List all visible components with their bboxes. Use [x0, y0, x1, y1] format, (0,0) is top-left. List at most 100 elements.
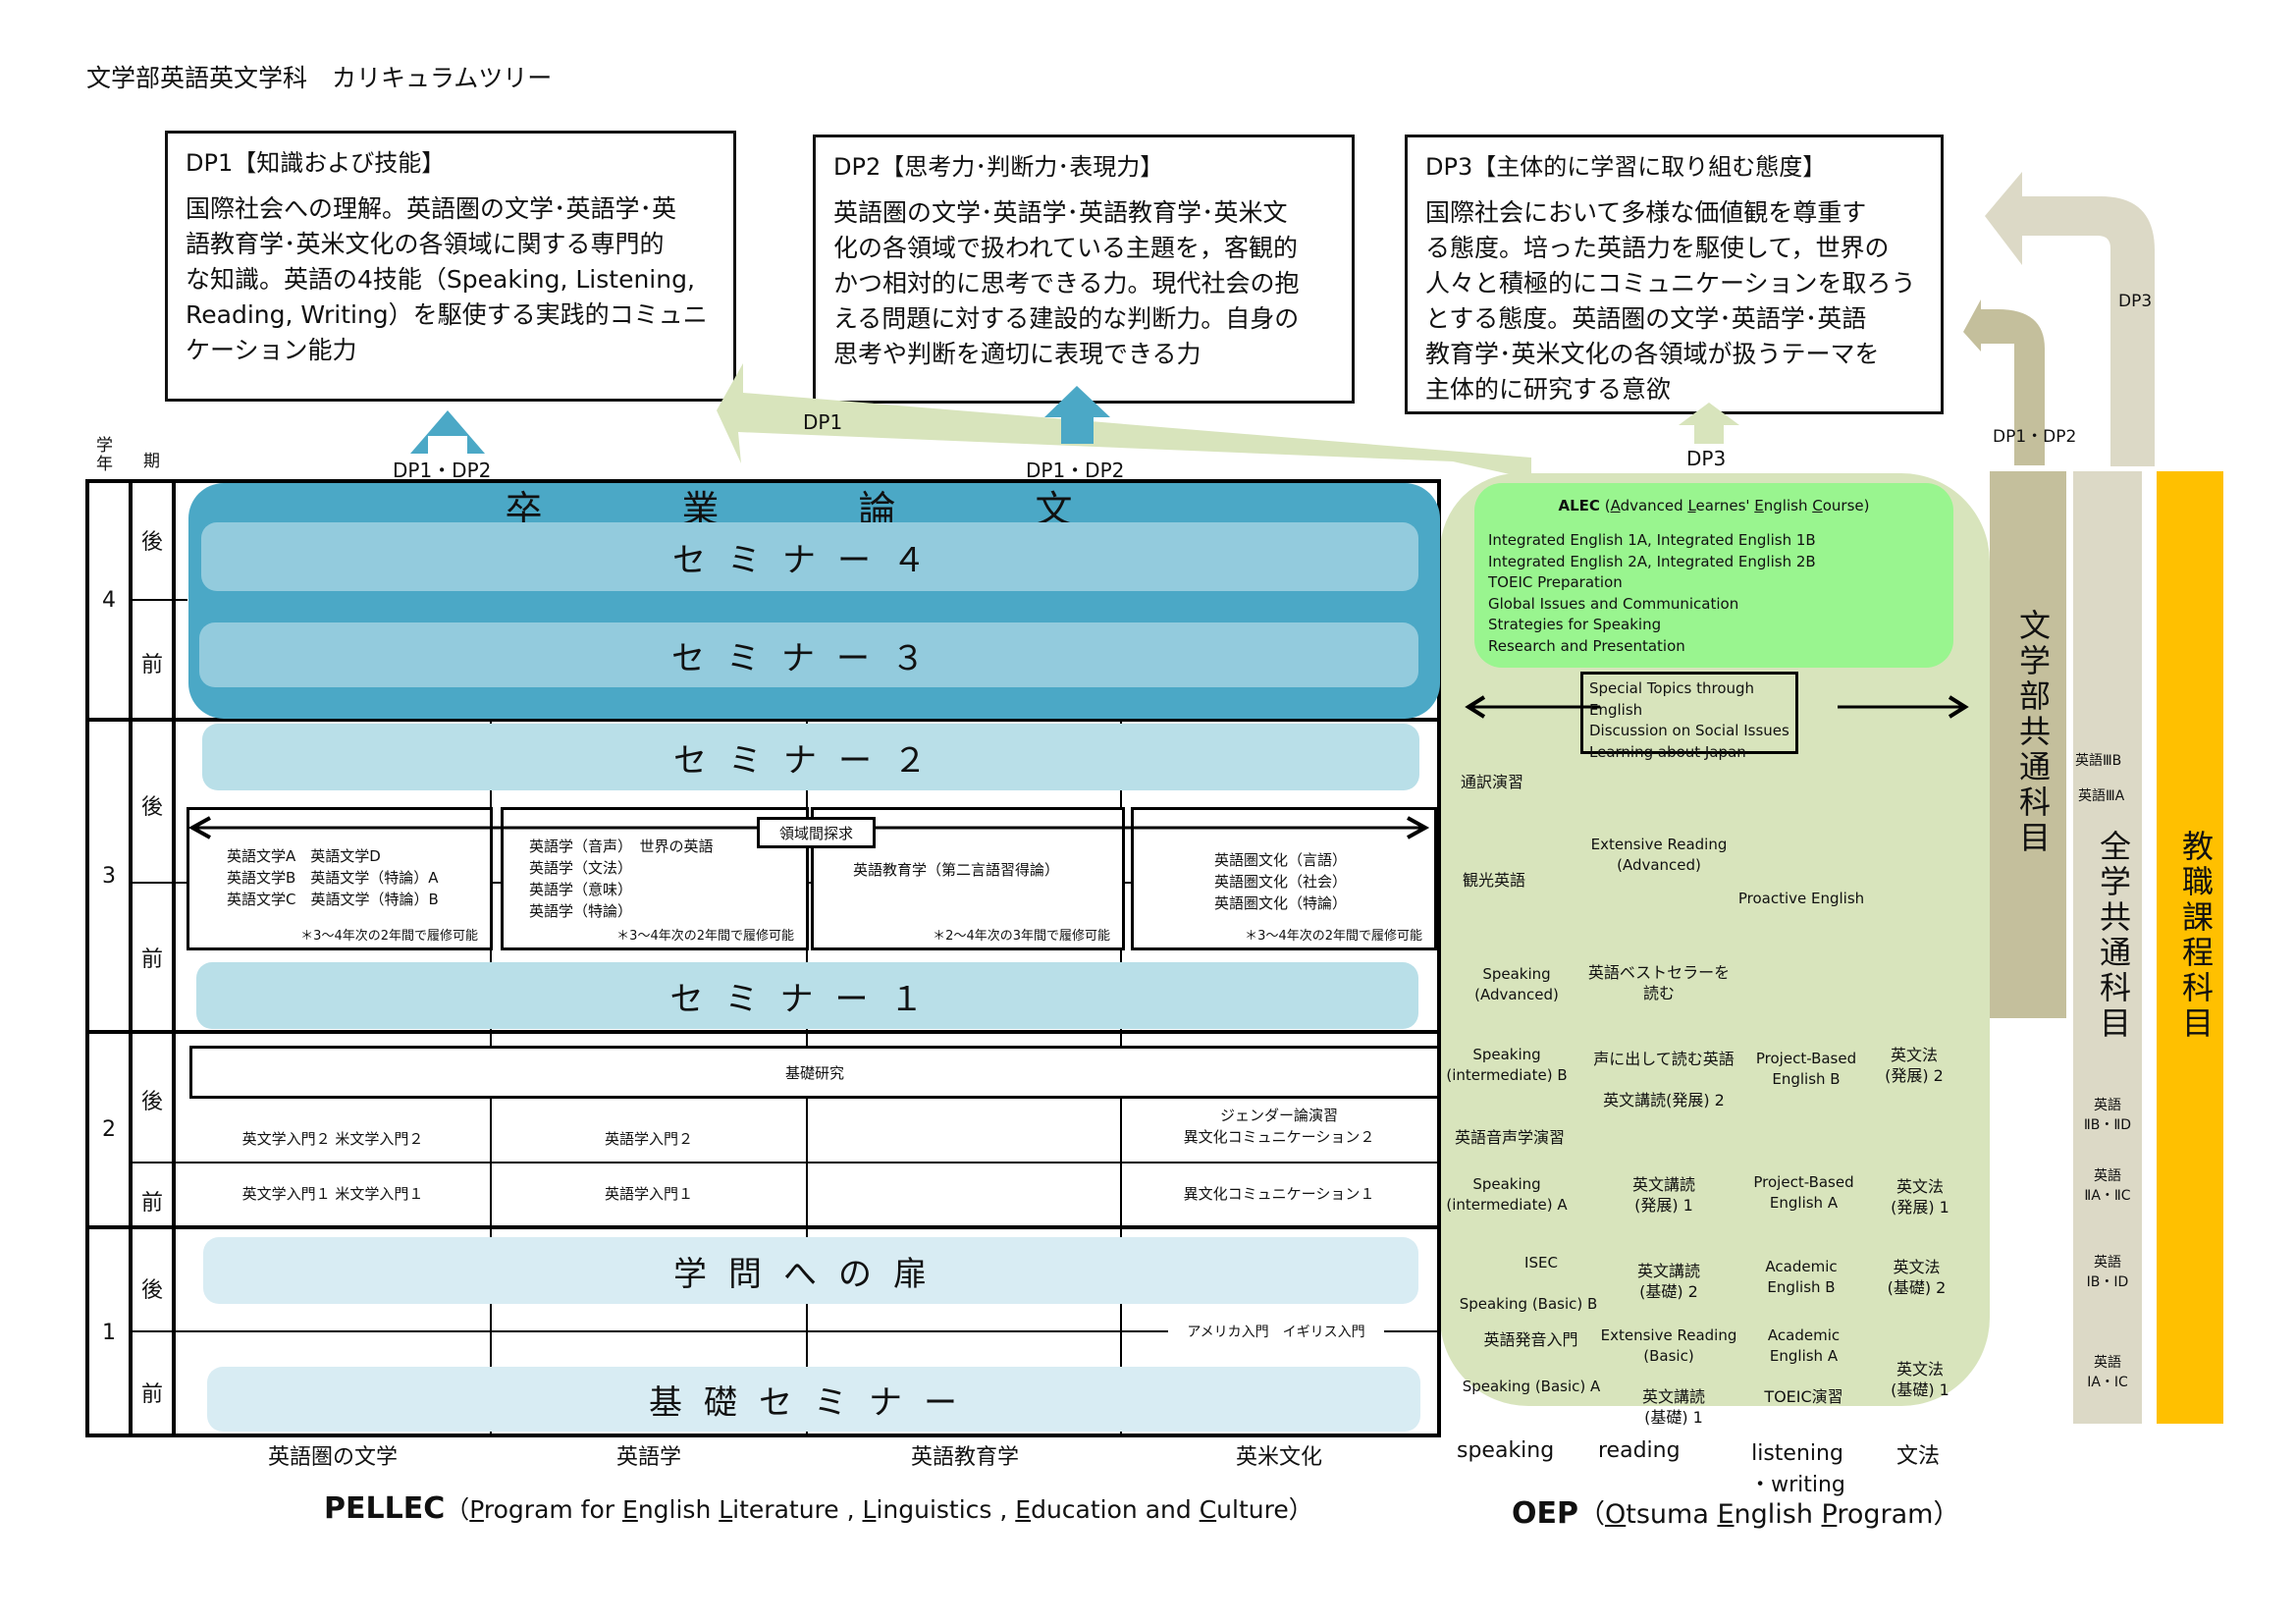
course-line: 英語文学C 英語文学（特論）B	[227, 891, 439, 908]
interdisciplinary-label[interactable]: 領域間探求	[757, 817, 876, 848]
dp3-line: 主体的に研究する意欲	[1425, 375, 1672, 404]
year2-late-culture[interactable]: ジェンダー論演習 異文化コミュニケーション２	[1122, 1105, 1436, 1148]
oep-course-speaking-basic-b[interactable]: Speaking (Basic) B	[1459, 1295, 1598, 1313]
oep-course-onsei[interactable]: 英語音声学演習	[1455, 1128, 1566, 1147]
dp3-right-label: DP3	[2118, 292, 2153, 311]
oep-course-grammar-hatten1[interactable]: 英文法 (発展) 1	[1891, 1177, 1949, 1217]
linguistics-course-box[interactable]: 英語学（音声） 世界の英語 英語学（文法） 英語学（意味） 英語学（特論） ＊3…	[501, 807, 809, 950]
term-divider	[129, 1330, 1440, 1332]
term-divider	[129, 1162, 1440, 1163]
curriculum-table	[85, 479, 1441, 1437]
special-topic: Learning about Japan	[1589, 742, 1746, 761]
oep-course-koe[interactable]: 声に出して読む英語	[1593, 1050, 1735, 1068]
oep-course-grammar-kiso2[interactable]: 英文法 (基礎) 2	[1887, 1258, 1947, 1297]
dp12-right-label: DP1・DP2	[1993, 427, 2077, 447]
special-topics-box[interactable]: Special Topics through English Discussio…	[1580, 672, 1798, 761]
culture-course-box[interactable]: 英語圏文化（言語） 英語圏文化（社会） 英語圏文化（特論） ＊3～4年次の2年間…	[1131, 807, 1437, 950]
oep-course-hatsuon[interactable]: 英語発音入門	[1483, 1330, 1578, 1349]
year2-late-lit[interactable]: 英文学入門２ 米文学入門２	[241, 1130, 424, 1148]
year2-early-culture[interactable]: 異文化コミュニケーション１	[1183, 1185, 1375, 1203]
dp3-bent-arrow-icon	[1985, 172, 2155, 466]
oep-course-ext-reading-basic[interactable]: Extensive Reading (Basic)	[1600, 1326, 1737, 1365]
oep-course-kanko[interactable]: 観光英語	[1463, 871, 1526, 890]
zengaku-course[interactable]: 英語ⅢB	[2075, 753, 2122, 769]
page-title: 文学部英語英文学科 カリキュラムツリー	[86, 64, 553, 92]
oep-course-speaking-adv[interactable]: Speaking (Advanced)	[1474, 965, 1559, 1003]
course-line: 英語学（音声） 世界の英語	[529, 838, 714, 855]
seminar2[interactable]: セミナー２	[202, 724, 1419, 790]
alec-course[interactable]: Integrated English 2A, Integrated Englis…	[1488, 552, 1816, 570]
dp2-line: 化の各領域で扱われている主題を，客観的	[833, 234, 1299, 262]
alec-course[interactable]: TOEIC Preparation	[1488, 573, 1623, 591]
dp3-box: DP3【主体的に学習に取り組む態度】 国際社会において多様な価値観を尊重す る態…	[1405, 135, 1944, 414]
bungakubu-common-bar[interactable]	[1990, 471, 2066, 1018]
zengaku-course[interactable]: 英語ⅢA	[2078, 788, 2125, 804]
year2-early-ling[interactable]: 英語学入門１	[604, 1185, 693, 1203]
special-topics-arrow-icon	[1465, 695, 1969, 719]
year2-early-lit[interactable]: 英文学入門１ 米文学入門１	[241, 1185, 424, 1203]
course-line: 英語圏文化（言語）	[1214, 851, 1348, 869]
oep-course-speaking-basic-a[interactable]: Speaking (Basic) A	[1462, 1378, 1601, 1395]
seminar3[interactable]: セミナー３	[199, 622, 1418, 687]
oep-course-academic-a[interactable]: Academic English A	[1767, 1326, 1841, 1365]
oep-course-toeic[interactable]: TOEIC演習	[1764, 1387, 1843, 1406]
dp1-heading: DP1【知識および技能】	[186, 149, 446, 177]
oep-course-grammar-hatten2[interactable]: 英文法 (発展) 2	[1885, 1046, 1944, 1085]
dp3-line: 教育学･英米文化の各領域が扱うテーマを	[1425, 340, 1880, 368]
kiso-seminar[interactable]: 基礎セミナー	[207, 1367, 1420, 1432]
kiso-kenkyu[interactable]: 基礎研究	[189, 1046, 1440, 1099]
dp2-line: える問題に対する建設的な判断力。自身の	[833, 304, 1300, 333]
alec-course[interactable]: Global Issues and Communication	[1488, 594, 1739, 613]
gakumon-e-no-tobira[interactable]: 学問への扉	[203, 1237, 1418, 1304]
zengaku-course[interactable]: 英語 ⅠB・ⅠD	[2086, 1255, 2129, 1290]
dp1-line: Reading, Writing）を駆使する実践的コミュニ	[186, 300, 708, 329]
year2-late-ling[interactable]: 英語学入門２	[604, 1130, 693, 1148]
oep-course-proactive[interactable]: Proactive English	[1737, 890, 1865, 907]
dp1-line: な知識。英語の4技能（Speaking, Listening,	[186, 265, 695, 294]
oep-course-eibun-kiso1[interactable]: 英文講読 (基礎) 1	[1641, 1387, 1705, 1427]
gender-seminar: ジェンダー論演習	[1219, 1107, 1338, 1124]
oep-course-ext-reading-adv[interactable]: Extensive Reading (Advanced)	[1590, 836, 1728, 874]
term-early-3: 前	[140, 947, 163, 972]
seminar1[interactable]: セミナー１	[196, 962, 1418, 1029]
zengaku-course[interactable]: 英語 ⅠA・ⅠC	[2087, 1355, 2128, 1390]
term-late-1: 後	[140, 1278, 163, 1303]
oep-course-pbe-b[interactable]: Project-Based English B	[1755, 1050, 1857, 1088]
alec-box[interactable]	[1474, 483, 1953, 668]
dp12-arrow-left-icon	[410, 410, 485, 454]
alec-course[interactable]: Integrated English 1A, Integrated Englis…	[1488, 531, 1816, 549]
alec-course-list: Integrated English 1A, Integrated Englis…	[1488, 530, 1816, 657]
oep-column-listening-writing: listening ・writing	[1749, 1441, 1845, 1497]
oep-course-tsuyaku[interactable]: 通訳演習	[1461, 773, 1524, 791]
term-column-divider	[172, 479, 176, 1437]
zengaku-common-bar[interactable]	[2073, 471, 2142, 1424]
dp1-line: 語教育学･英米文化の各領域に関する専門的	[186, 230, 665, 258]
zengaku-course[interactable]: 英語 ⅡA・ⅡC	[2084, 1168, 2131, 1204]
kyoshoku-bar[interactable]	[2157, 471, 2223, 1424]
oep-course-academic-b[interactable]: Academic English B	[1765, 1258, 1838, 1296]
literature-course-box[interactable]: 英語文学A 英語文学D 英語文学B 英語文学（特論）A 英語文学C 英語文学（特…	[187, 807, 493, 950]
dp2-heading: DP2【思考力･判断力･表現力】	[833, 153, 1164, 181]
alec-course[interactable]: Strategies for Speaking	[1488, 616, 1662, 633]
zengaku-course[interactable]: 英語 ⅡB・ⅡD	[2083, 1098, 2132, 1133]
oep-course-speaking-int-a[interactable]: Speaking (intermediate) A	[1446, 1175, 1568, 1214]
oep-course-eibun-hatten1[interactable]: 英文講読 (発展) 1	[1631, 1175, 1695, 1215]
dp3-line: とする態度。英語圏の文学･英語学･英語	[1425, 304, 1867, 333]
oep-course-bestseller[interactable]: 英語ベストセラーを 読む	[1587, 963, 1731, 1002]
oep-course-grammar-kiso1[interactable]: 英文法 (基礎) 1	[1891, 1360, 1949, 1399]
seminar4[interactable]: セミナー４	[201, 522, 1418, 591]
intercultural-comm-2: 異文化コミュニケーション２	[1183, 1128, 1375, 1146]
term-late-2: 後	[140, 1090, 163, 1114]
course-line: 英語文学A 英語文学D	[227, 847, 381, 865]
oep-course-eibun-kiso2[interactable]: 英文講読 (基礎) 2	[1636, 1262, 1700, 1301]
oep-course-eibun-hatten2[interactable]: 英文講読(発展) 2	[1603, 1091, 1725, 1109]
dp12-arrow-mid-icon	[1044, 386, 1110, 444]
oep-course-isec[interactable]: ISEC	[1524, 1254, 1558, 1271]
dp2-box: DP2【思考力･判断力･表現力】 英語圏の文学･英語学･英語教育学･英米文 化の…	[813, 135, 1355, 404]
oep-course-speaking-int-b[interactable]: Speaking (intermediate) B	[1446, 1046, 1568, 1084]
oep-course-pbe-a[interactable]: Project-Based English A	[1753, 1173, 1854, 1212]
america-england-intro[interactable]: アメリカ入門 イギリス入門	[1168, 1318, 1384, 1345]
term-late-3: 後	[140, 795, 163, 820]
dp3-line: 人々と積極的にコミュニケーションを取ろう	[1425, 269, 1916, 298]
alec-course[interactable]: Research and Presentation	[1488, 636, 1685, 655]
